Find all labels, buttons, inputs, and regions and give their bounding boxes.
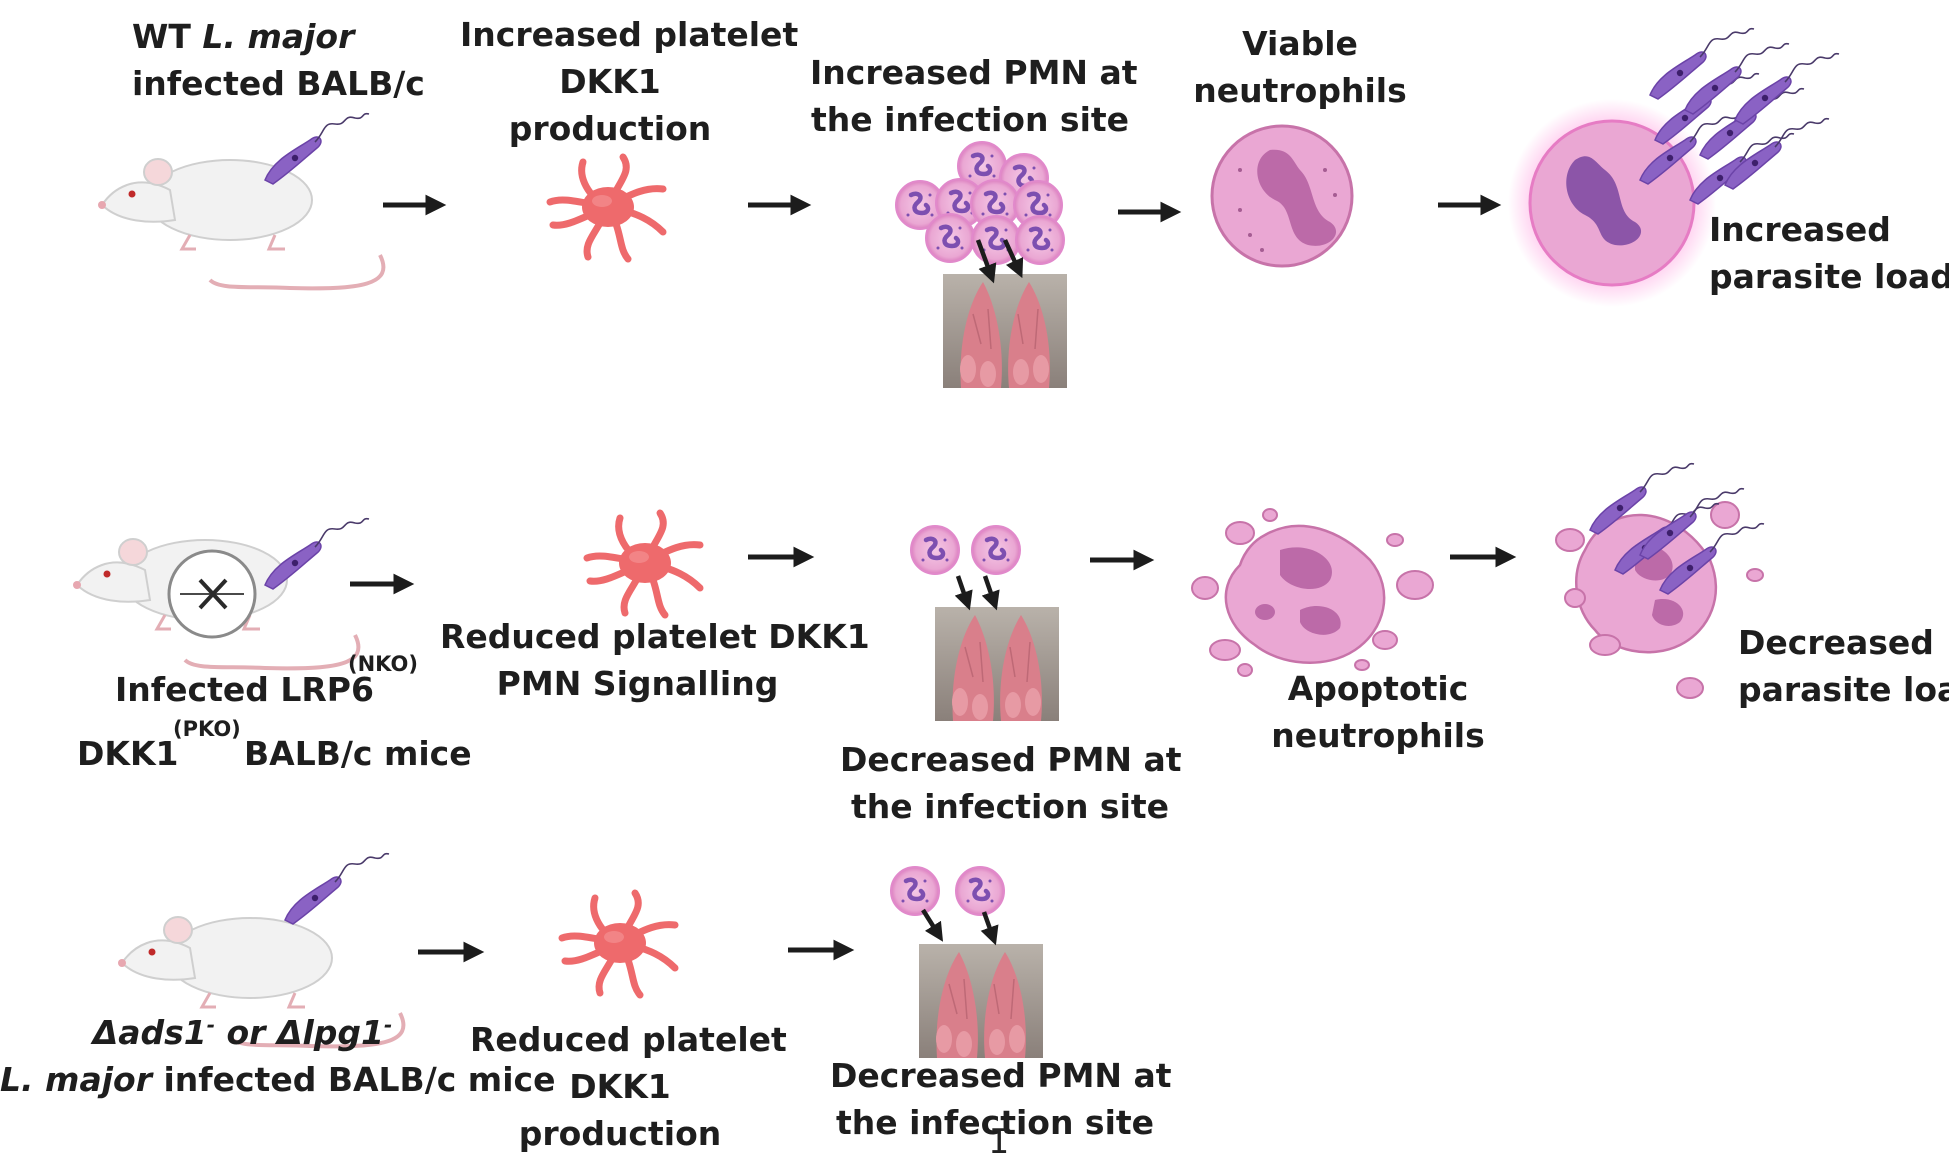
row3-pmn-label: Decreased PMN at the infection site <box>830 1056 1172 1142</box>
row2-outcome-label: Decreased parasite load <box>1738 623 1949 709</box>
row2-mouse-sup-pko: (PKO) <box>173 717 241 741</box>
neutrophil-icon <box>1210 124 1354 268</box>
paw-photo <box>918 943 1044 1059</box>
knockout-symbol <box>167 549 257 639</box>
row3-mouse-label: Δads1- or Δlpg1- L. major infected BALB/… <box>0 1013 556 1099</box>
platelet-icon <box>562 893 675 995</box>
apoptotic-neutrophil-icon <box>1191 508 1434 677</box>
paw-photo <box>934 606 1060 722</box>
arrow-icon <box>954 575 973 611</box>
arrow-icon <box>921 908 944 942</box>
text-cursor-icon: I <box>989 1122 1010 1162</box>
neutrophil-pair <box>891 867 1004 915</box>
row3-platelet-label: Reduced platelet DKK1 production <box>470 1020 787 1153</box>
platelet-icon <box>587 513 700 615</box>
row2-mouse-label-line2b: BALB/c mice <box>244 734 472 773</box>
row2-mouse-sup-nko: (NKO) <box>348 652 418 676</box>
parasite-icon <box>264 112 370 185</box>
row1-platelet-label: Increased platelet DKK1 production <box>460 15 799 148</box>
row1-neutrophil-label: Viable neutrophils <box>1193 24 1407 110</box>
neutrophil-pair <box>911 526 1020 574</box>
row2-platelet-label: Reduced platelet DKK1 PMN Signalling <box>440 617 870 703</box>
paw-photo <box>942 273 1068 389</box>
arrow-icon <box>981 575 1000 611</box>
arrow-icon <box>1002 239 1024 279</box>
row2-mouse-label-line1: Infected LRP6 <box>115 670 374 709</box>
row2-pmn-label: Decreased PMN at the infection site <box>840 740 1182 826</box>
mouse-icon <box>96 157 386 291</box>
parasite-icon <box>264 517 370 590</box>
row2-mouse-label-line2a: DKK1 <box>77 734 179 773</box>
row1-pmn-label: Increased PMN at the infection site <box>810 53 1138 139</box>
arrow-icon <box>975 239 997 284</box>
row1-mouse-label: WT L. major infected BALB/c <box>132 17 425 103</box>
row2-neutrophil-label: Apoptotic neutrophils <box>1271 669 1485 755</box>
parasite-apoptotic-icon <box>1555 462 1765 699</box>
platelet-icon <box>550 157 663 259</box>
row1-outcome-label: Increased parasite load <box>1709 210 1949 296</box>
infected-neutrophil-icon <box>1508 27 1840 307</box>
parasite-icon <box>284 852 390 925</box>
arrow-icon <box>980 911 999 946</box>
